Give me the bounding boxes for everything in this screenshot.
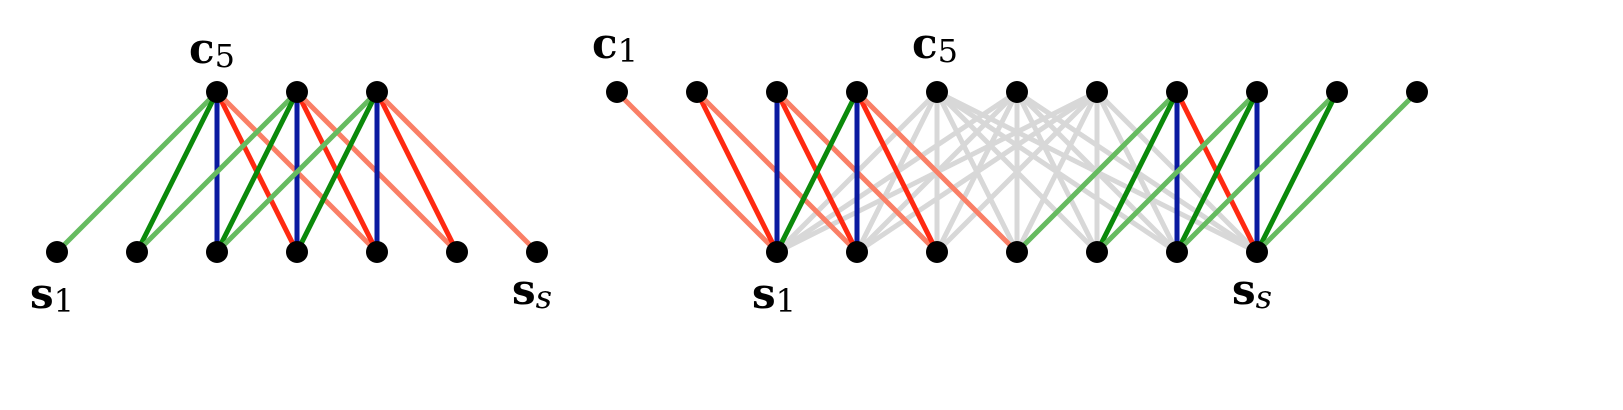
right-top-node-1 [606,81,628,103]
right-edge-19 [1254,89,1420,255]
right-top-node-11 [1406,81,1428,103]
right-edge-11 [1094,89,1180,255]
right-label-c5: c5 [912,19,958,70]
right-top-node-9 [1246,81,1268,103]
left-bottom-node-7 [526,241,548,263]
right-label-ss: ss [1232,265,1272,316]
right-gray-edge-6-1 [854,89,1100,255]
left-edge-6 [214,89,300,255]
left-bottom-node-6 [446,241,468,263]
left-bottom-node-1 [46,241,68,263]
right-top-node-10 [1326,81,1348,103]
right-edge-9 [854,89,1020,255]
right-edge-8 [854,89,940,255]
right-top-node-4 [846,81,868,103]
right-edge-18 [1254,89,1340,255]
left-bottom-node-2 [126,241,148,263]
left-bottom-node-4 [286,241,308,263]
right-top-node-8 [1166,81,1188,103]
left-label-s1: s1 [30,269,74,320]
right-bottom-node-1 [766,241,788,263]
right-top-node-6 [1006,81,1028,103]
diagram-nodes [46,81,1428,263]
right-gray-edge-6-2 [934,89,1100,255]
right-bottom-node-4 [1006,241,1028,263]
right-bottom-node-7 [1246,241,1268,263]
left-top-node-1 [206,81,228,103]
right-bottom-node-6 [1166,241,1188,263]
right-top-node-3 [766,81,788,103]
left-edge-10 [214,89,380,255]
left-edge-0 [54,89,220,255]
right-diagram-edges [614,89,1420,255]
left-edge-1 [134,89,220,255]
right-edge-17 [1174,89,1340,255]
left-diagram-edges [54,89,540,255]
right-bottom-node-5 [1086,241,1108,263]
left-label-ss: ss [512,265,552,316]
right-top-node-7 [1086,81,1108,103]
left-bottom-node-3 [206,241,228,263]
right-top-node-5 [926,81,948,103]
left-label-c5: c5 [189,24,235,75]
right-edge-1 [694,89,780,255]
right-edge-0 [614,89,780,255]
right-top-node-2 [686,81,708,103]
right-bottom-node-2 [846,241,868,263]
right-label-s1: s1 [752,269,796,320]
right-edge-15 [1174,89,1260,255]
left-top-node-2 [286,81,308,103]
right-edge-10 [1014,89,1180,255]
left-edge-5 [134,89,300,255]
right-bottom-node-3 [926,241,948,263]
right-edge-14 [1094,89,1260,255]
left-bottom-node-5 [366,241,388,263]
left-edge-14 [374,89,540,255]
right-label-c1: c1 [592,19,638,70]
left-edge-13 [374,89,460,255]
left-edge-11 [294,89,380,255]
left-top-node-3 [366,81,388,103]
right-edge-6 [774,89,860,255]
right-gray-edge-6-3 [1014,89,1100,255]
